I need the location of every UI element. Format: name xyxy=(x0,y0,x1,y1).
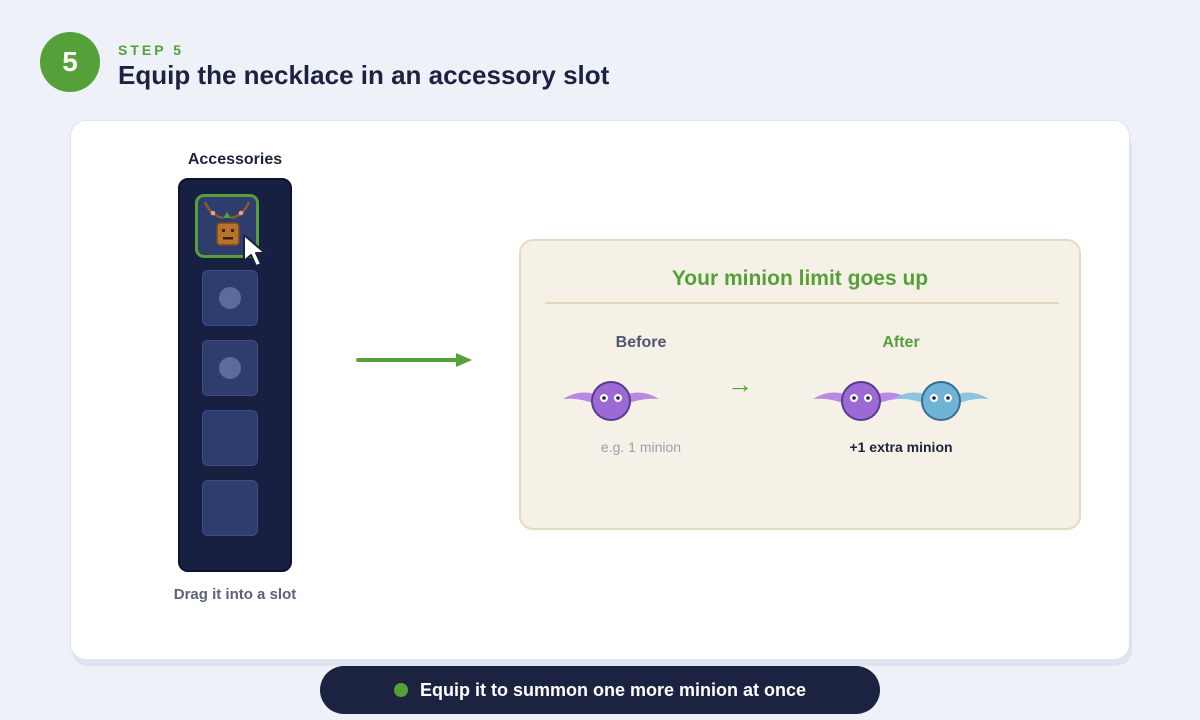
drag-hint: Drag it into a slot xyxy=(173,586,297,603)
gem-icon xyxy=(219,357,241,379)
step-number-badge: 5 xyxy=(40,32,100,92)
minion-icon xyxy=(563,381,659,421)
accessories-panel xyxy=(178,178,292,572)
accessory-slot-2[interactable] xyxy=(202,270,258,326)
arrow-right-icon: → xyxy=(727,369,753,399)
result-panel: Your minion limit goes up Before After →… xyxy=(519,239,1081,530)
gem-icon xyxy=(219,287,241,309)
footer-text: Equip it to summon one more minion at on… xyxy=(419,679,806,700)
after-note: +1 extra minion xyxy=(849,439,953,455)
result-divider xyxy=(545,302,1059,304)
step-title: Equip the necklace in an accessory slot xyxy=(118,60,610,90)
necklace-icon xyxy=(203,201,251,246)
accessories-title: Accessories xyxy=(187,151,283,168)
footer-banner: Equip it to summon one more minion at on… xyxy=(320,666,880,714)
minion-icon xyxy=(893,381,989,421)
accessory-slot-3[interactable] xyxy=(202,340,258,396)
result-title: Your minion limit goes up xyxy=(671,267,929,290)
accessory-slot-1[interactable] xyxy=(195,194,266,267)
step-label: STEP 5 xyxy=(118,42,184,58)
accessory-slot-4[interactable] xyxy=(202,410,258,466)
cursor-icon xyxy=(243,234,266,267)
after-label: After xyxy=(882,334,920,351)
before-label: Before xyxy=(615,334,667,351)
before-note: e.g. 1 minion xyxy=(600,439,682,455)
accessory-slot-5[interactable] xyxy=(202,480,258,536)
status-dot-icon xyxy=(393,683,408,697)
arrow-right-icon xyxy=(356,353,472,367)
